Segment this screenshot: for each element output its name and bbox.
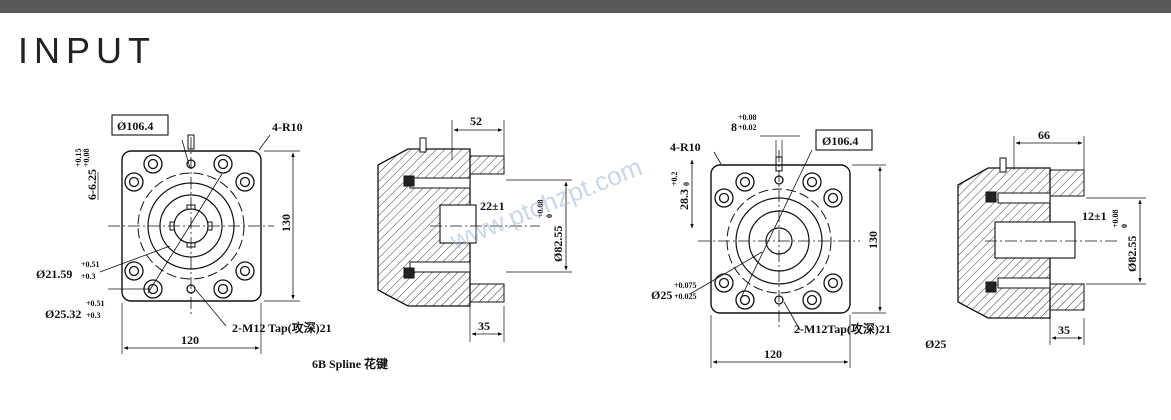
right-radius-label: 4-R10 [670,140,701,154]
left-bore-large-tol-lower: +0.3 [86,311,101,320]
left-shaft-len: 22±1 [480,199,505,213]
left-key-tol-upper: +0.15 [74,148,83,167]
left-key-tol-lower: +0.08 [82,148,91,167]
right-flange-outline [710,164,851,314]
left-bore-large-tol-upper: +0.51 [86,299,105,308]
right-key-width: 8 [731,120,737,134]
page-title: INPUT [18,30,156,71]
right-front-labels: 8 +0.08 +0.02 4-R10 Ø106.4 28.3 +0.2 0 1… [651,113,946,361]
right-side-labels: 66 12±1 Ø82.55 +0.08 0 35 [1038,128,1139,337]
top-bar [0,0,1171,13]
left-tap-label: 2-M12 Tap(攻深)21 [232,320,332,335]
right-key-height-tol-upper: +0.2 [670,171,679,186]
left-front-labels: Ø106.4 4-R10 6-6.25 +0.15 +0.08 130 120 … [36,119,388,371]
right-pilot-dia: Ø82.55 [1125,236,1139,272]
left-width-dim: 120 [181,333,199,347]
left-height-dim: 130 [279,214,293,232]
right-pilot-tol-upper: +0.08 [1111,209,1120,228]
right-caption: Ø25 [925,337,946,351]
left-pcd-box [111,114,169,136]
left-side-labels: 52 22±1 Ø82.55 +0.08 0 35 [470,114,565,333]
left-pilot-tol-lower: 0 [545,214,554,218]
right-bore-tol-lower: +0.025 [674,292,697,301]
left-flange-dim: 35 [478,319,490,333]
right-front-view [689,129,886,368]
left-front-view [97,114,300,354]
right-key-height: 28.3 [677,189,691,210]
right-height-dim: 130 [866,231,880,249]
right-bore-tol-upper: +0.075 [674,281,697,290]
left-caption: 6B Spline 花键 [312,356,388,371]
left-pcd-label: Ø106.4 [117,119,153,133]
left-radius-label: 4-R10 [272,120,303,134]
right-pilot-tol-lower: 0 [1120,224,1129,228]
left-bore-large: Ø25.32 [45,307,81,321]
right-shaft-len: 12±1 [1082,209,1107,223]
left-flange-outline [121,150,262,302]
right-flange-dim: 35 [1058,323,1070,337]
right-bore-dim: Ø25 [651,288,672,302]
left-bore-small-tol-upper: +0.51 [81,260,100,269]
right-width-dim: 120 [764,347,782,361]
left-bore-small: Ø21.59 [36,267,72,281]
left-key-dim: 6-6.25 [85,169,99,200]
right-depth-dim: 66 [1038,128,1050,142]
left-bore-small-tol-lower: +0.3 [81,272,96,281]
left-pilot-tol-upper: +0.08 [536,199,545,218]
right-pcd-box [815,129,873,151]
left-pilot-dia: Ø82.55 [551,226,565,262]
right-key-tol-lower: +0.02 [738,123,757,132]
right-pcd-label: Ø106.4 [822,134,858,148]
right-tap-label: 2-M12Tap(攻深)21 [794,321,891,336]
left-depth-dim: 52 [470,114,482,128]
right-key-height-tol-lower: 0 [682,182,691,186]
right-side-section [957,136,1146,345]
left-side-section [377,120,572,342]
right-key-tol-upper: +0.08 [738,113,757,122]
